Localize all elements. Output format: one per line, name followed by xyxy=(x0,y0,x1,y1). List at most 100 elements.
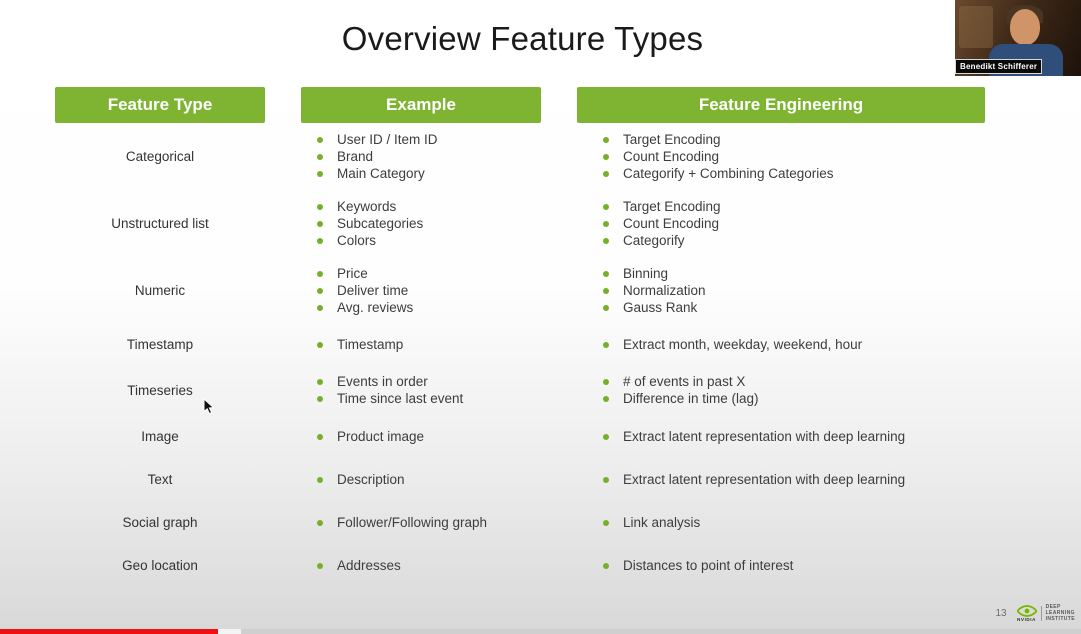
example-list: Keywords Subcategories Colors xyxy=(301,198,541,249)
feature-type-label: Timeseries xyxy=(127,382,193,398)
bullet-icon xyxy=(603,379,609,385)
example-list: Events in order Time since last event xyxy=(301,373,541,407)
table-header-row: Feature Type Example Feature Engineering xyxy=(55,87,1025,123)
bullet-icon xyxy=(603,238,609,244)
engineering-list: Extract month, weekday, weekend, hour xyxy=(577,336,985,353)
list-item: Count Encoding xyxy=(603,148,985,165)
list-item-text: Link analysis xyxy=(623,515,701,530)
list-item-text: Extract month, weekday, weekend, hour xyxy=(623,337,863,352)
feature-type-label: Categorical xyxy=(125,149,195,164)
presenter-face xyxy=(1010,9,1040,45)
bullet-icon xyxy=(603,434,609,440)
list-item-text: Distances to point of interest xyxy=(623,558,794,573)
list-item-text: Extract latent representation with deep … xyxy=(623,429,906,444)
list-item-text: Follower/Following graph xyxy=(337,515,488,530)
list-item-text: Addresses xyxy=(337,558,401,573)
table-row: Image Product image Extract latent repre… xyxy=(55,415,1025,458)
list-item: Description xyxy=(317,471,541,488)
dli-line: DEEP xyxy=(1045,604,1061,610)
example-list: Addresses xyxy=(301,557,541,574)
progress-played xyxy=(0,629,218,634)
video-progress-bar[interactable] xyxy=(0,629,1081,634)
list-item-text: Count Encoding xyxy=(623,149,720,164)
bullet-icon xyxy=(603,204,609,210)
bullet-icon xyxy=(317,396,323,402)
bullet-icon xyxy=(317,305,323,311)
table-row: Timestamp Timestamp Extract month, weekd… xyxy=(55,324,1025,365)
engineering-list: # of events in past X Difference in time… xyxy=(577,373,985,407)
nvidia-wordmark: NVIDIA xyxy=(1017,616,1036,622)
list-item-text: Target Encoding xyxy=(623,199,721,214)
list-item: Gauss Rank xyxy=(603,299,985,316)
table-row: Social graph Follower/Following graph Li… xyxy=(55,501,1025,544)
logo-divider xyxy=(1040,605,1042,621)
bullet-icon xyxy=(317,379,323,385)
feature-type-label: Numeric xyxy=(134,283,186,298)
feature-type-label: Image xyxy=(141,429,179,444)
list-item: User ID / Item ID xyxy=(317,131,541,148)
list-item: # of events in past X xyxy=(603,373,985,390)
list-item: Subcategories xyxy=(317,215,541,232)
list-item-text: Count Encoding xyxy=(623,216,720,231)
table-row: Numeric Price Deliver time Avg. reviews … xyxy=(55,257,1025,324)
list-item-text: Main Category xyxy=(337,166,425,181)
list-item-text: Extract latent representation with deep … xyxy=(623,472,906,487)
bullet-icon xyxy=(603,477,609,483)
bullet-icon xyxy=(603,221,609,227)
bullet-icon xyxy=(317,171,323,177)
bullet-icon xyxy=(603,520,609,526)
list-item-text: Keywords xyxy=(337,199,397,214)
bullet-icon xyxy=(603,171,609,177)
dli-text: DEEP LEARNING INSTITUTE xyxy=(1046,604,1075,622)
feature-type-label: Text xyxy=(147,472,173,487)
bullet-icon xyxy=(603,563,609,569)
list-item-text: Categorify + Combining Categories xyxy=(623,166,834,181)
engineering-list: Extract latent representation with deep … xyxy=(577,471,985,488)
table-row: Text Description Extract latent represen… xyxy=(55,458,1025,501)
bullet-icon xyxy=(317,204,323,210)
example-list: Timestamp xyxy=(301,336,541,353)
example-list: Price Deliver time Avg. reviews xyxy=(301,265,541,316)
list-item: Categorify + Combining Categories xyxy=(603,165,985,182)
background-artwork xyxy=(959,6,993,48)
engineering-list: Extract latent representation with deep … xyxy=(577,428,985,445)
list-item: Colors xyxy=(317,232,541,249)
progress-buffered xyxy=(218,629,241,634)
feature-type-label: Timestamp xyxy=(126,337,194,352)
list-item: Difference in time (lag) xyxy=(603,390,985,407)
list-item: Brand xyxy=(317,148,541,165)
list-item-text: Timestamp xyxy=(337,337,404,352)
page-number: 13 xyxy=(995,607,1007,619)
header-feature-engineering: Feature Engineering xyxy=(577,87,985,123)
list-item-text: Description xyxy=(337,472,405,487)
list-item-text: Categorify xyxy=(623,233,685,248)
list-item-text: Gauss Rank xyxy=(623,300,698,315)
list-item: Extract latent representation with deep … xyxy=(603,471,985,488)
dli-line: INSTITUTE xyxy=(1045,616,1075,622)
bullet-icon xyxy=(317,238,323,244)
presenter-name-label: Benedikt Schifferer xyxy=(955,59,1043,74)
mouse-cursor-icon xyxy=(203,398,215,415)
list-item: Count Encoding xyxy=(603,215,985,232)
list-item: Extract latent representation with deep … xyxy=(603,428,985,445)
list-item-text: Deliver time xyxy=(337,283,409,298)
bullet-icon xyxy=(317,271,323,277)
example-list: Product image xyxy=(301,428,541,445)
slide-title: Overview Feature Types xyxy=(341,20,704,57)
list-item-text: Target Encoding xyxy=(623,132,721,147)
bullet-icon xyxy=(317,520,323,526)
list-item-text: Time since last event xyxy=(337,391,464,406)
webcam-video-overlay: Benedikt Schifferer xyxy=(955,0,1081,76)
list-item: Deliver time xyxy=(317,282,541,299)
bullet-icon xyxy=(603,271,609,277)
nvidia-dli-logo: NVIDIA DEEP LEARNING INSTITUTE xyxy=(1016,604,1075,622)
example-list: User ID / Item ID Brand Main Category xyxy=(301,131,541,182)
bullet-icon xyxy=(317,342,323,348)
list-item-text: Difference in time (lag) xyxy=(623,391,759,406)
list-item-text: Price xyxy=(337,266,368,281)
list-item-text: Avg. reviews xyxy=(337,300,414,315)
table-row: Geo location Addresses Distances to poin… xyxy=(55,544,1025,587)
nvidia-eye-icon xyxy=(1016,604,1037,617)
list-item: Price xyxy=(317,265,541,282)
